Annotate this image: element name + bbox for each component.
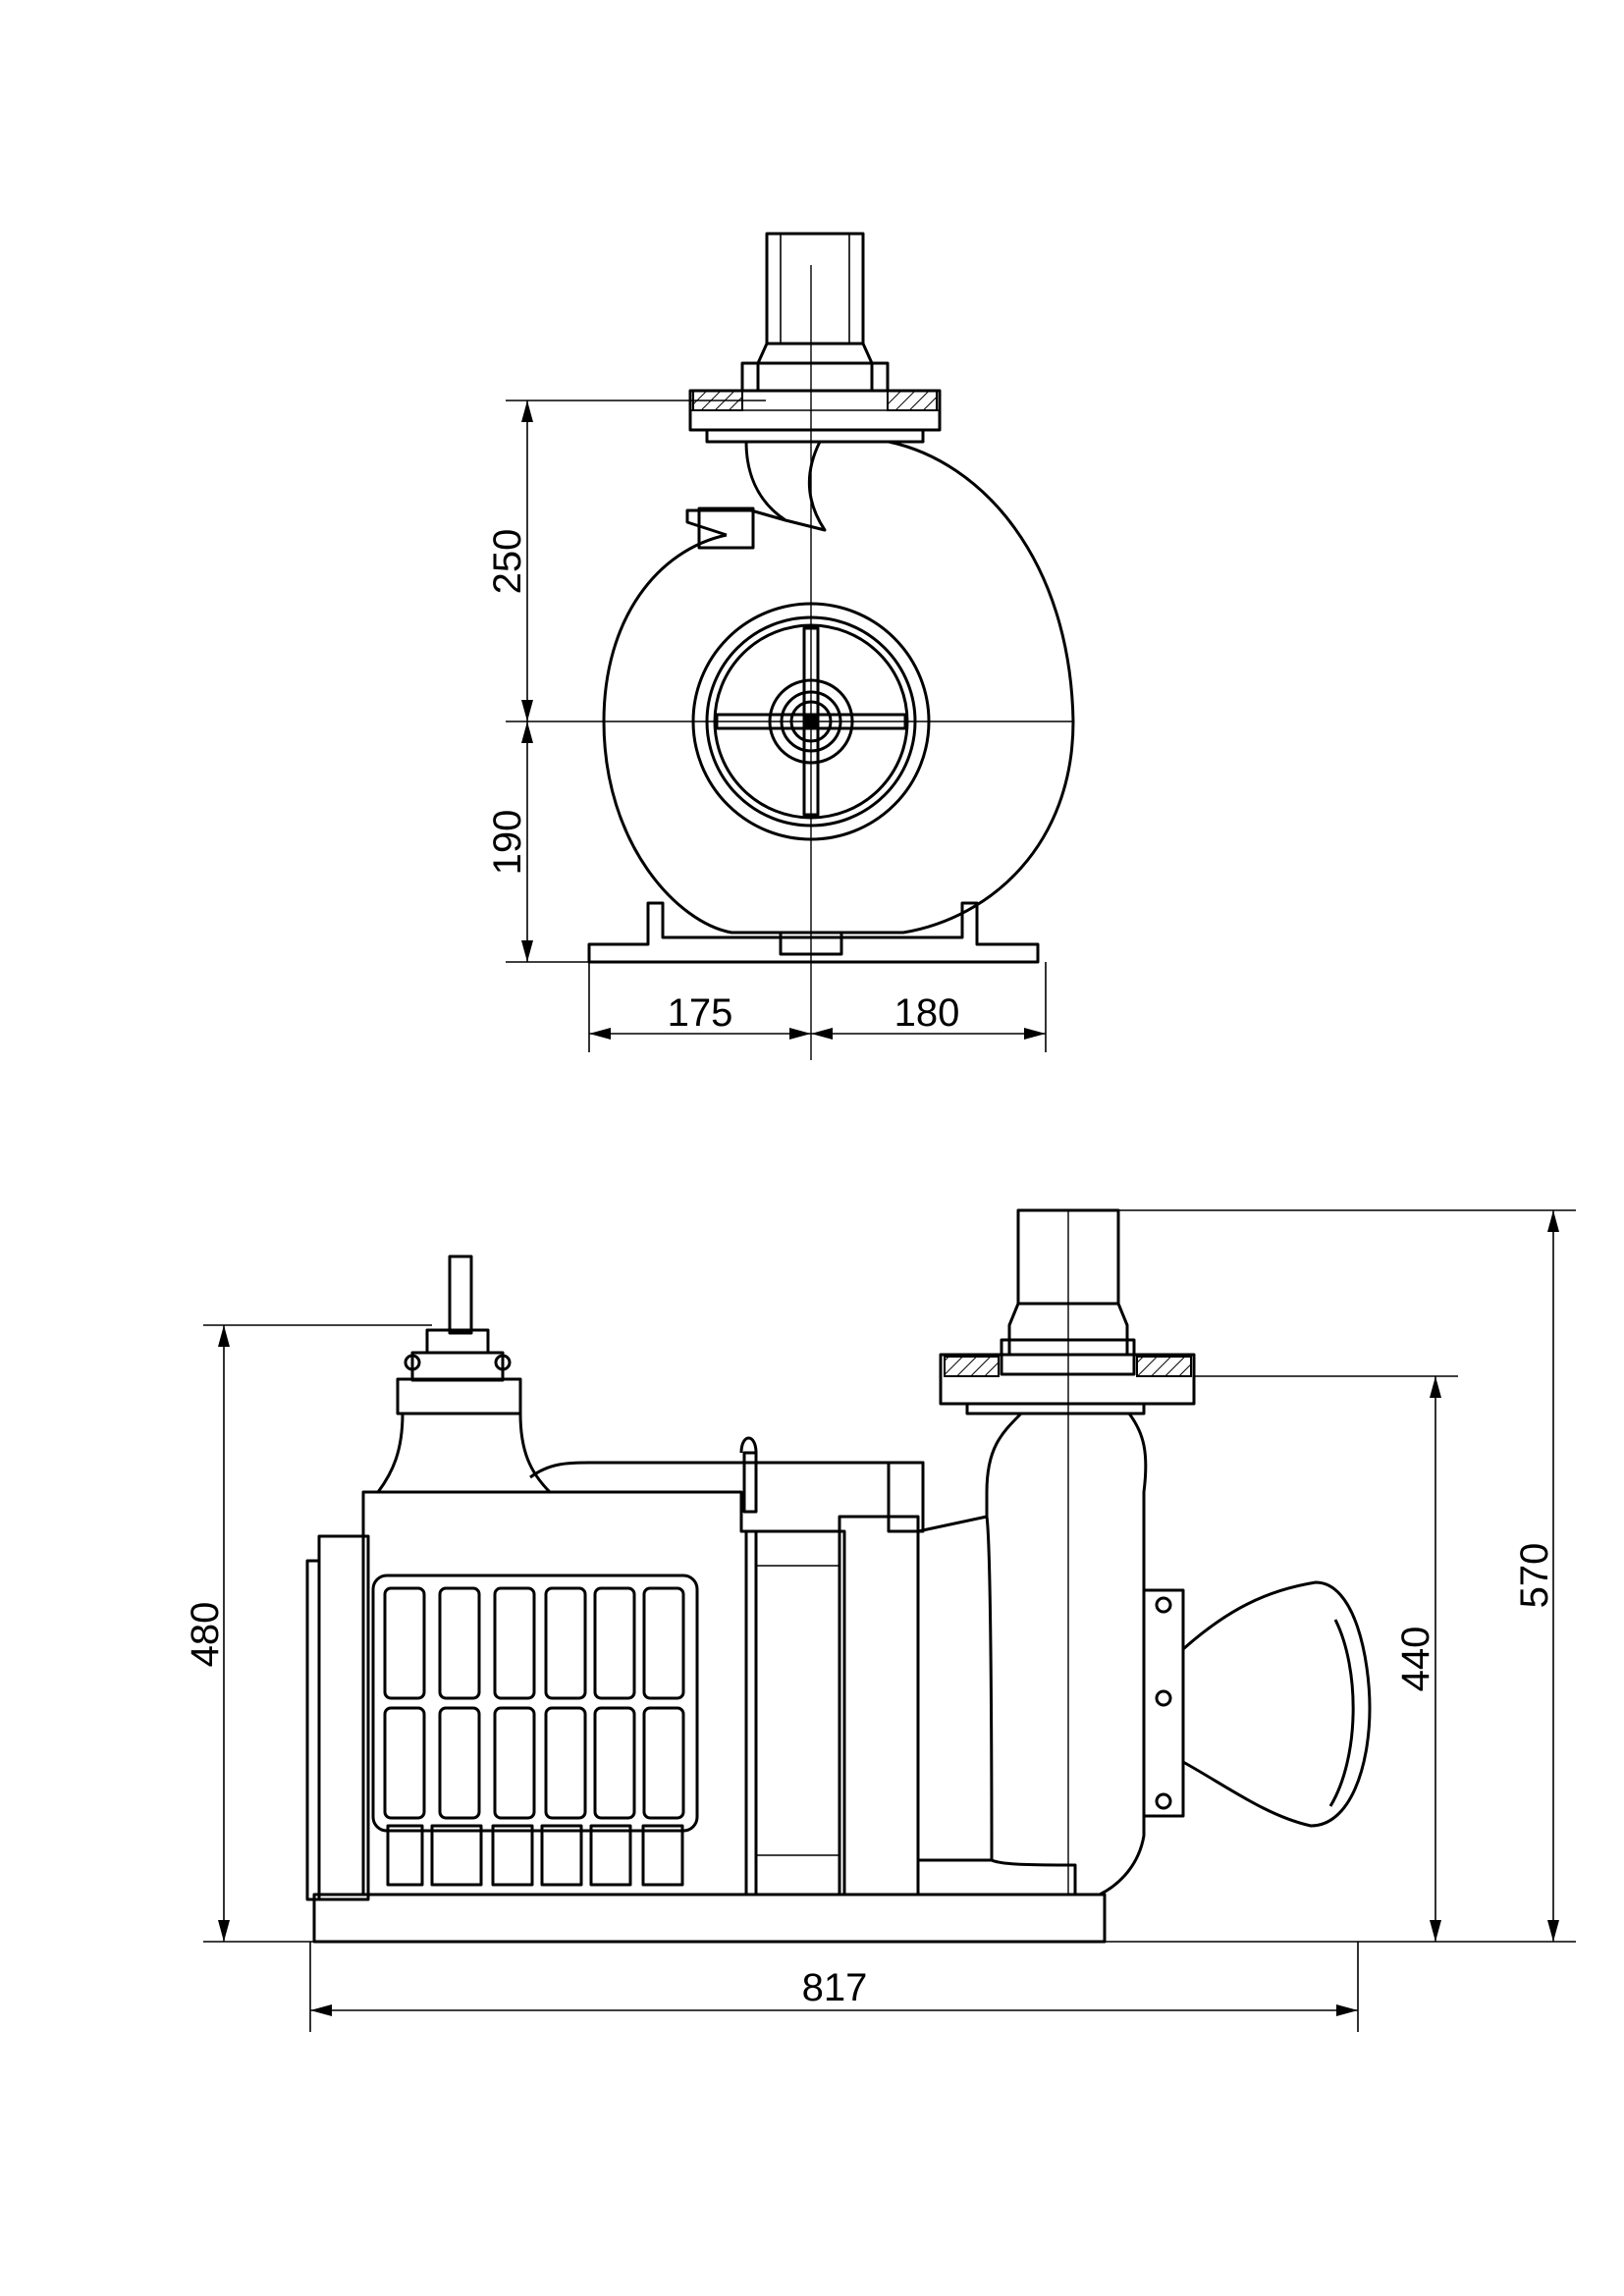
dim-overall-length: 817 <box>802 1966 868 2009</box>
motor-cooling-fins <box>371 1574 699 1887</box>
front-volute-casing <box>602 440 1075 956</box>
dim-right-width: 180 <box>894 991 960 1035</box>
side-flange-height-dim: 440 <box>1105 1375 1458 1943</box>
side-view: 480 440 570 817 <box>184 1208 1576 2032</box>
front-horizontal-dimensions: 175 180 <box>588 962 1047 1052</box>
front-view: 250 190 175 180 <box>486 232 1075 1060</box>
dim-outlet-flange-height: 440 <box>1394 1627 1437 1692</box>
front-vertical-dimensions: 250 190 <box>486 400 766 963</box>
side-terminal-box <box>376 1255 552 1494</box>
side-base-plate <box>312 1893 1107 1944</box>
dim-motor-height: 480 <box>184 1602 227 1668</box>
front-outlet-flange <box>688 389 942 444</box>
side-suction-nozzle <box>1181 1580 1372 1828</box>
side-motor-adapter <box>529 1436 925 1896</box>
front-centerlines <box>506 265 1073 1060</box>
side-outlet-pipe <box>939 1208 1196 1415</box>
side-overall-height-dim: 570 <box>1118 1209 1576 1943</box>
side-motor-height-dim: 480 <box>184 1324 432 1943</box>
dim-overall-height: 570 <box>1513 1543 1556 1609</box>
side-overall-length-dim: 817 <box>309 1942 1359 2032</box>
side-motor <box>305 1255 925 1901</box>
dim-upper-height: 250 <box>486 529 529 595</box>
front-discharge-pipe <box>740 232 890 393</box>
dim-lower-height: 190 <box>486 810 529 876</box>
side-pump-casing <box>916 1412 1185 1896</box>
front-base-frame <box>587 901 1040 964</box>
dim-left-width: 175 <box>668 991 733 1035</box>
